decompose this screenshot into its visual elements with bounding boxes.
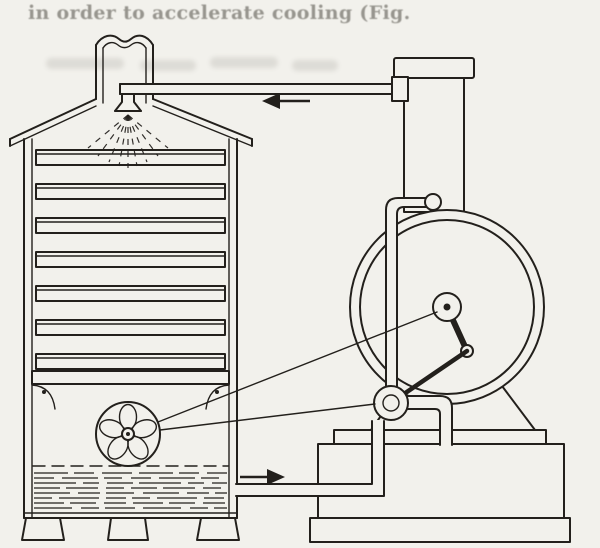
fan-wheel <box>95 401 161 467</box>
suction-pipe <box>235 420 385 497</box>
tower-walls <box>23 138 238 519</box>
corner-bracket-left <box>31 384 56 410</box>
engine-column <box>393 57 475 213</box>
foot <box>196 517 240 541</box>
riser-pipe <box>385 193 442 389</box>
tray-support-board <box>31 370 230 385</box>
spray <box>87 114 169 168</box>
pipe-coupling <box>391 76 409 102</box>
slat <box>35 251 226 268</box>
arrowhead <box>262 93 280 109</box>
cooling-tower <box>9 34 253 541</box>
pump <box>373 385 409 421</box>
tower-feet <box>21 517 240 541</box>
bleed-text-line1: in order to accelerate cooling (Fig. <box>28 2 411 24</box>
pipe-ball-joint <box>424 193 442 211</box>
connecting-rod <box>395 348 470 401</box>
belt-line <box>159 403 376 431</box>
spray-nozzle <box>114 93 142 112</box>
flow-arrow-left <box>262 93 310 109</box>
spray-pipe <box>87 76 409 168</box>
belt-drive <box>157 311 438 431</box>
discharge-pipe <box>407 395 453 446</box>
corner-bracket-right <box>205 384 230 410</box>
bleed-smudge <box>292 60 338 71</box>
belt-line <box>157 311 438 423</box>
bleed-smudge <box>46 58 124 69</box>
slat <box>35 217 226 234</box>
water-basin <box>32 465 229 509</box>
base-block <box>317 443 565 519</box>
slat <box>35 319 226 336</box>
column-cap <box>393 57 475 79</box>
slat <box>35 353 226 370</box>
flow-arrow-right <box>240 469 285 485</box>
slat <box>35 149 226 166</box>
column-body <box>403 77 465 213</box>
bleed-smudge <box>140 60 196 71</box>
tower-roof <box>9 98 253 147</box>
slat-trays <box>35 149 226 370</box>
base-plinth <box>309 517 571 543</box>
arrowhead <box>267 469 285 485</box>
foot <box>21 517 65 541</box>
flywheel <box>349 209 545 405</box>
slat <box>35 183 226 200</box>
slat <box>35 285 226 302</box>
foot <box>107 517 149 541</box>
bleed-smudge <box>210 57 278 68</box>
